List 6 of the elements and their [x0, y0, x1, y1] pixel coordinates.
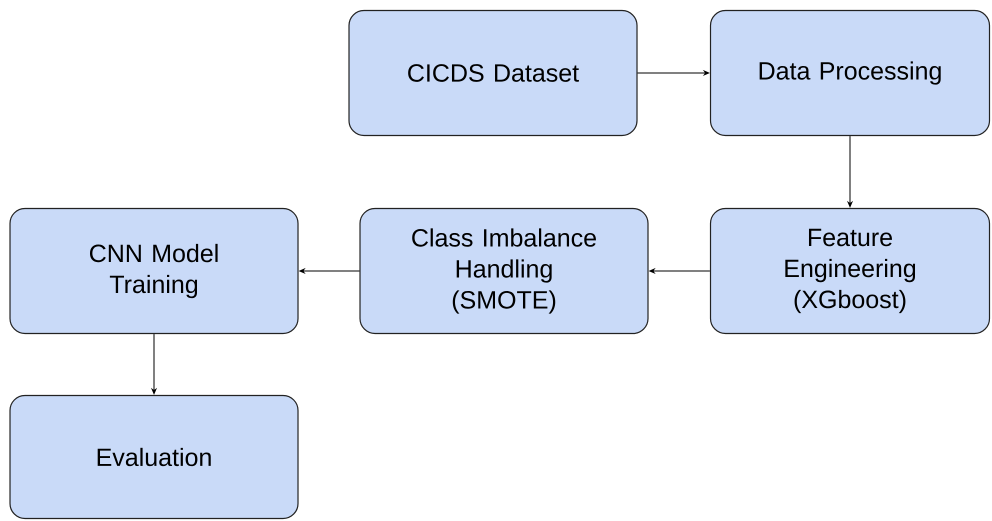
process-box: CNN Model Training: [9, 208, 299, 334]
process-box: Data Processing: [710, 10, 990, 136]
process-box: CICDS Dataset: [348, 10, 638, 136]
process-box: Evaluation: [9, 394, 299, 520]
process-box: Feature Engineering (XGboost): [710, 208, 990, 334]
process-box: Class Imbalance Handling (SMOTE): [359, 208, 649, 334]
